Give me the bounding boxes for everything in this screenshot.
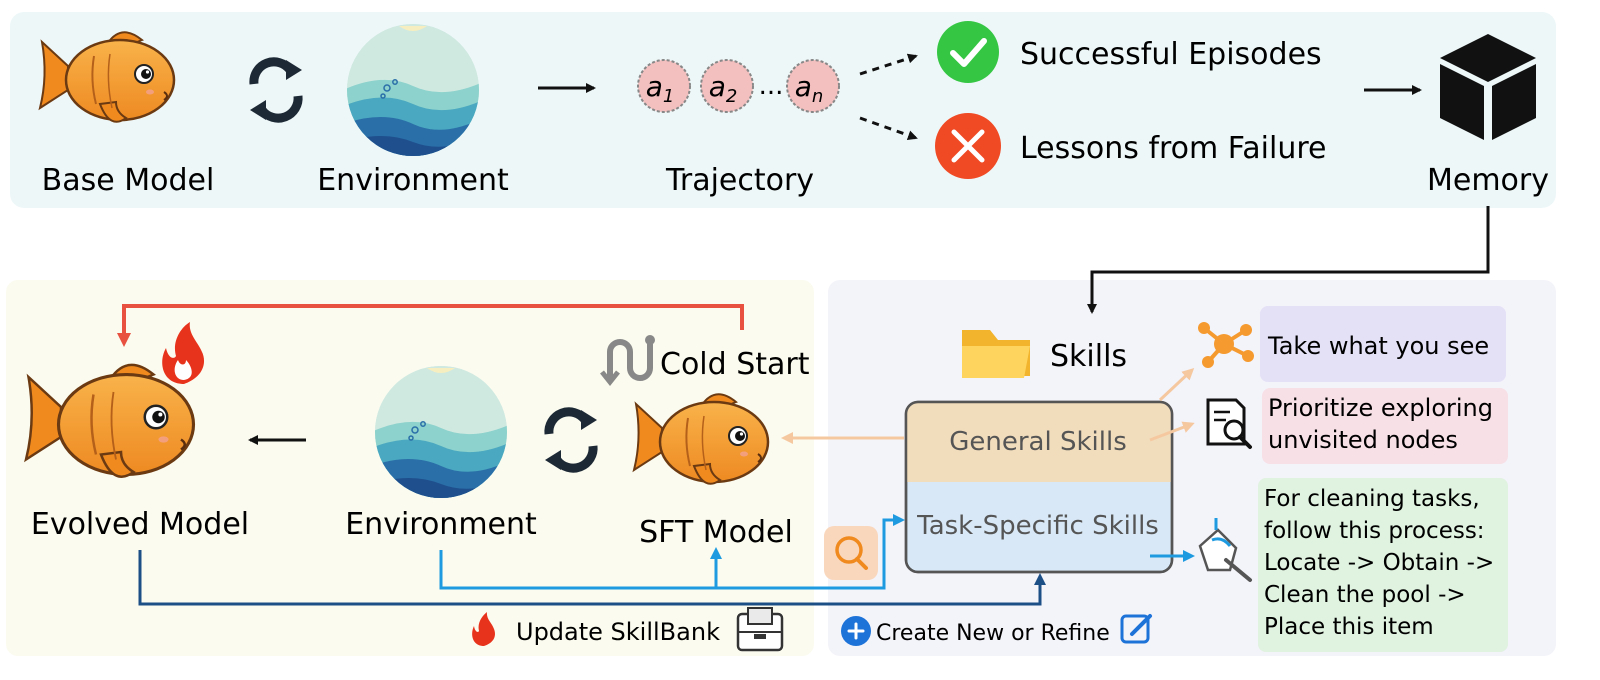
plus-circle-icon — [841, 616, 871, 646]
folder-icon — [962, 330, 1030, 378]
create-new-or-refine-label: Create New or Refine — [876, 621, 1110, 646]
action-token-n: an — [786, 59, 840, 113]
cleaning-line-2: follow this process: — [1264, 518, 1485, 544]
red-loop-arrow — [117, 304, 744, 347]
cleaning-line-1: For cleaning tasks, — [1264, 486, 1480, 512]
skillbank-icon — [736, 607, 784, 652]
prioritize-line-2: unvisited nodes — [1268, 426, 1458, 454]
svg-text:an: an — [795, 70, 824, 107]
check-icon — [937, 21, 999, 83]
arrow-to-take-what — [1158, 367, 1195, 402]
fire-icon — [162, 322, 205, 384]
successful-episodes-label: Successful Episodes — [1020, 37, 1322, 72]
fire-icon-small — [472, 612, 495, 646]
memory-label: Memory — [1427, 163, 1549, 198]
arrow-to-success — [859, 53, 918, 76]
svg-text:a1: a1 — [646, 70, 675, 107]
base-model-label: Base Model — [42, 163, 215, 198]
action-ellipsis: ... — [759, 71, 784, 101]
lessons-from-failure-label: Lessons from Failure — [1020, 131, 1327, 166]
navy-loop-arrow — [138, 550, 1046, 606]
take-what-you-see-label: Take what you see — [1267, 332, 1489, 360]
skills-label: Skills — [1050, 339, 1127, 374]
trajectory-label: Trajectory — [665, 163, 814, 198]
memory-cube-icon — [1440, 34, 1536, 140]
task-specific-skills-label: Task-Specific Skills — [916, 511, 1159, 541]
cleaning-tools-icon — [1198, 518, 1252, 582]
update-skillbank-label: Update SkillBank — [516, 618, 720, 646]
action-token-2: a2 — [700, 59, 754, 113]
sft-model-label: SFT Model — [639, 515, 793, 550]
cleaning-line-5: Place this item — [1264, 614, 1434, 640]
arrow-to-prioritize — [1149, 421, 1195, 442]
cold-start-icon — [600, 335, 655, 387]
cleaning-line-3: Locate -> Obtain -> — [1264, 550, 1494, 576]
cleaning-process-box — [1258, 478, 1508, 652]
arrow-to-failure — [859, 116, 918, 141]
arrow-memory-to-skills — [1087, 206, 1490, 314]
svg-text:a2: a2 — [709, 70, 738, 107]
search-icon — [824, 526, 878, 580]
prioritize-box — [1262, 388, 1508, 464]
network-icon — [1198, 322, 1254, 368]
evolved-model-label: Evolved Model — [31, 507, 249, 542]
action-token-1: a1 — [637, 59, 691, 113]
environment-label: Environment — [317, 163, 509, 198]
edit-icon — [1120, 614, 1152, 644]
prioritize-line-1: Prioritize exploring — [1268, 394, 1493, 422]
cold-start-label: Cold Start — [660, 347, 810, 382]
general-skills-label: General Skills — [949, 427, 1127, 457]
document-search-icon — [1206, 398, 1252, 449]
blue-loop-arrow — [439, 514, 905, 590]
cross-icon — [935, 113, 1001, 179]
skill-stack-box — [904, 400, 1174, 574]
take-what-you-see-box — [1260, 306, 1506, 382]
cleaning-line-4: Clean the pool -> — [1264, 582, 1466, 608]
environment-label-bottom: Environment — [345, 507, 537, 542]
